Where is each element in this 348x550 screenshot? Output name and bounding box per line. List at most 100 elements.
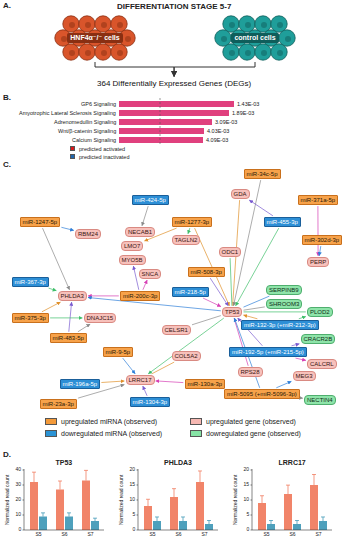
tick-label: 0 [19,527,22,533]
network-edge [188,228,190,234]
network-edge [296,358,306,360]
legend-text: predicted activated [79,146,125,152]
node-label: MEG3 [296,373,313,380]
gene-node: SHROOM3 [266,299,302,309]
node-label: HNF4α⁻/⁻ cells [67,33,122,43]
pathway-bar [119,128,204,134]
cell-nucleus [125,36,131,42]
node-label: miR-9-5p [106,349,131,356]
cell [223,44,239,60]
node-label: miR-371a-5p [301,197,336,204]
gene-node: COL5A2 [172,351,201,361]
p-value: 3.09E-03 [215,119,237,125]
gene-node: SERPINB9 [266,285,302,295]
tick-label: 15 [244,482,250,488]
count-bar [179,521,187,530]
axis-tick [23,485,25,486]
network-edge [317,206,318,256]
tick-label: 20 [130,467,136,473]
count-bar [310,485,318,530]
error-bar [314,475,315,486]
node-label: miR-508-3p [191,269,222,276]
node-label: miR-200c-3p [123,293,157,300]
error-bar [181,516,185,517]
chart-title: LRRC17 [279,459,306,467]
count-bar [258,503,266,530]
count-bar [170,497,178,530]
network-edge [152,362,174,374]
gene-node: DNAJC15 [84,313,117,323]
p-value: 1.43E-03 [237,101,259,107]
tick-label: 0 [247,527,250,533]
error-bar [262,496,263,503]
legend-swatch [190,430,202,437]
error-bar [155,516,159,517]
cell-nucleus [245,22,251,28]
cell-nucleus [117,22,123,28]
tick-label: 20 [16,497,22,503]
pathway-bar [119,110,229,116]
error-bar [198,470,202,471]
count-bar [293,524,301,530]
network-edge [244,311,306,312]
network-edge [203,298,221,306]
node-label: miR-1277-3p [175,219,210,226]
mirna-node: miR-23a-3p [40,399,77,409]
tick-label: 20 [244,467,250,473]
axis-tick [137,485,139,486]
axis-tick [137,470,139,471]
gene-node: CELSR1 [162,325,191,335]
error-bar [288,485,289,494]
cell-nucleus [245,50,251,56]
chart-title: TP53 [56,459,73,467]
mirna-node: miR-371a-5p [298,195,339,205]
node-label: SERPINB9 [269,287,299,294]
error-bar [69,513,70,517]
mirna-node: miR-9-5p [103,347,134,357]
error-bar [172,488,176,489]
cell-nucleus [101,50,107,56]
gene-node: RBM24 [75,229,101,239]
node-label: TP53 [225,309,239,316]
cell-nucleus [85,22,91,28]
axis-tick [23,500,25,501]
node-label: miR-1247-5p [23,219,58,226]
node-label: miR-1304-3p [133,399,168,406]
legend-text: predicted inactivated [79,154,129,160]
cell-nucleus [61,36,67,42]
tick-label: S6 [176,532,182,538]
network-edge [174,62,255,77]
network-edge [143,280,147,290]
gene-node: TP53 [222,307,242,317]
cell [63,44,79,60]
gene-node: RPS28 [238,367,263,377]
error-bar [32,472,36,473]
network-edge [244,315,258,319]
error-bar [93,518,97,519]
network-edge [50,317,82,318]
gene-node: ODC1 [219,247,242,257]
legend-swatch [70,154,75,159]
panel-letter: D. [3,450,11,459]
legend-swatch [45,418,57,425]
cell-nucleus [277,50,283,56]
cell [95,44,111,60]
error-bar [34,472,35,482]
error-bar [84,470,88,471]
mirna-node: miR-424-5p [132,195,169,205]
network-edge [101,381,124,383]
count-bar [153,521,161,530]
network-edge [299,317,306,319]
mirna-node: miR-200c-3p [120,291,160,301]
tick-label: S5 [150,532,156,538]
error-bar [58,481,62,482]
error-bar [157,517,158,521]
gene-node: MEG3 [293,371,316,381]
node-label: CALCRL [310,361,334,368]
error-bar [209,521,210,524]
cell-nucleus [229,50,235,56]
axis-tick [251,500,253,501]
mirna-node: miR-130a-3p [185,379,226,389]
node-label: COL5A2 [175,353,198,360]
axis-tick [251,485,253,486]
